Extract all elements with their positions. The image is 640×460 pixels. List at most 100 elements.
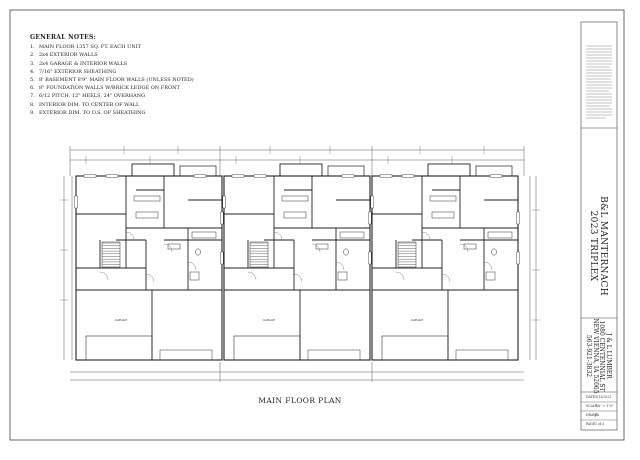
door-swing — [441, 273, 451, 283]
window — [231, 174, 245, 178]
window — [370, 195, 374, 209]
door-swing — [247, 271, 257, 281]
unit-plan-3 — [370, 163, 520, 361]
door-swing — [311, 243, 321, 253]
company-phone: 563-921-3832 — [585, 334, 593, 378]
stairs — [101, 241, 121, 268]
stairs — [397, 241, 417, 268]
kitchen-island — [135, 211, 159, 219]
garage-label-unit-2: GARAGE — [262, 318, 276, 322]
garage-door-area — [381, 335, 449, 361]
front-entry — [307, 349, 361, 361]
company-title-block: J & L LUMBER 1080 CENTENNIAL ST NEW VIEN… — [583, 318, 613, 393]
window — [220, 211, 224, 225]
door-swing — [395, 271, 405, 281]
door-swing — [273, 231, 283, 241]
door-swing — [421, 231, 431, 241]
plan-title: MAIN FLOOR PLAN — [258, 396, 342, 405]
unit-plan-1 — [74, 163, 224, 361]
door-swing — [145, 273, 155, 283]
window — [220, 251, 224, 265]
garage-door-area — [85, 335, 153, 361]
door-swing — [187, 261, 197, 271]
sheet-scale: SCALE1/8" = 1'-0" — [586, 404, 614, 408]
title-block-fineprint — [586, 45, 612, 119]
bathtub — [191, 231, 217, 239]
general-note-item: 6.8" FOUNDATION WALLS W/BRICK LEDGE ON F… — [30, 85, 180, 92]
title-block — [580, 21, 618, 431]
door-swing — [99, 271, 109, 281]
general-note-item: 4.7/16" EXTERIOR SHEATHING — [30, 68, 117, 75]
door-swing — [459, 243, 469, 253]
garage-label-unit-3: GARAGE — [410, 318, 424, 322]
company-name: J & L LUMBER — [605, 333, 613, 379]
sheet-border — [9, 9, 625, 441]
units-layer — [74, 163, 520, 361]
kitchen-island — [431, 211, 455, 219]
rear-bumpout — [279, 163, 323, 177]
window — [222, 195, 226, 209]
sheet-page: PAGE1 of 3 — [586, 422, 605, 426]
rear-deck — [475, 165, 513, 177]
front-entry — [455, 349, 509, 361]
window — [401, 174, 415, 178]
window — [105, 174, 119, 178]
general-notes-heading: GENERAL NOTES: — [30, 34, 97, 41]
project-subtitle: 2023 TRIPLEX — [588, 210, 598, 282]
window — [193, 174, 207, 178]
front-entry — [159, 349, 213, 361]
window — [516, 211, 520, 225]
bathtub — [339, 231, 365, 239]
laundry — [337, 271, 348, 281]
general-note-item: 7.6/12 PITCH, 12" HEELS, 24" OVERHANG — [30, 93, 146, 100]
vanity — [315, 243, 329, 250]
window — [368, 211, 372, 225]
rear-deck — [179, 165, 217, 177]
general-notes: GENERAL NOTES: 1.MAIN FLOOR 1357 SQ. FT.… — [30, 34, 230, 117]
window — [379, 174, 393, 178]
window — [516, 251, 520, 265]
kitchen-counter — [429, 195, 457, 202]
stairs — [249, 241, 269, 268]
door-swing — [335, 261, 345, 271]
garage-door-area — [233, 335, 301, 361]
bathtub — [487, 231, 513, 239]
door-swing — [163, 243, 173, 253]
vanity — [167, 243, 181, 250]
kitchen-counter — [281, 195, 309, 202]
general-note-item: 2.2x4 EXTERIOR WALLS — [30, 52, 98, 59]
general-note-item: 3.2x4 GARAGE & INTERIOR WALLS — [30, 60, 128, 67]
rear-bumpout — [427, 163, 471, 177]
window — [74, 195, 78, 209]
window — [253, 174, 267, 178]
door-swing — [125, 231, 135, 241]
dimension-ticks — [60, 146, 540, 321]
sheet-date: DATE3/13/2023 — [586, 395, 612, 399]
rear-bumpout — [131, 163, 175, 177]
kitchen-counter — [133, 195, 161, 202]
window — [341, 174, 355, 178]
dimension-lines — [63, 146, 537, 382]
laundry — [189, 271, 200, 281]
general-note-item: 1.MAIN FLOOR 1357 SQ. FT. EACH UNIT — [30, 44, 141, 51]
window — [368, 251, 372, 265]
unit-plan-2 — [222, 163, 372, 361]
window — [489, 174, 503, 178]
toilet — [195, 248, 201, 256]
door-swing — [483, 261, 493, 271]
laundry — [485, 271, 496, 281]
general-note-item: 9.EXTERIOR DIM. TO O.S. OF SHEATHING — [30, 109, 146, 116]
garage-label-unit-1: GARAGE — [114, 318, 128, 322]
project-title-block: B&L MANTERNACH 2023 TRIPLEX — [583, 196, 613, 296]
toilet — [491, 248, 497, 256]
company-city: NEW VIENNA, IA 52065 — [592, 318, 599, 394]
kitchen-island — [283, 211, 307, 219]
window — [83, 174, 97, 178]
project-name: B&L MANTERNACH — [598, 196, 608, 296]
rear-deck — [327, 165, 365, 177]
vanity — [463, 243, 477, 250]
general-note-item: 5.8' BASEMENT 8'9" MAIN FLOOR WALLS (UNL… — [30, 77, 194, 84]
